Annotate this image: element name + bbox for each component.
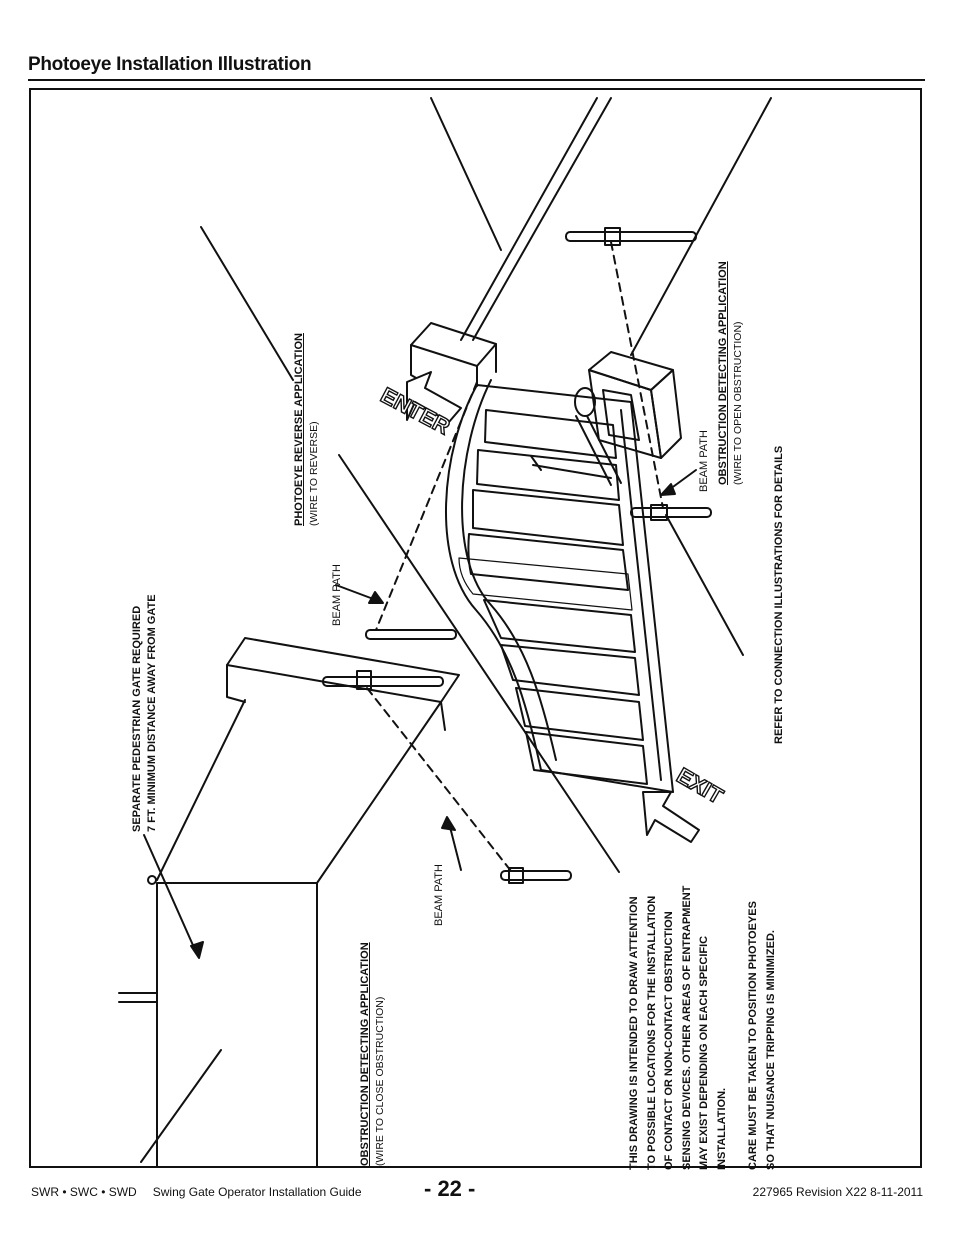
- close-obstruction-label: OBSTRUCTION DETECTING APPLICATION (WIRE …: [358, 942, 388, 1166]
- notice-line: MAY EXIST DEPENDING ON EACH SPECIFIC: [698, 935, 710, 1170]
- leader-arrow: [441, 816, 462, 871]
- open-obstruction-note: (WIRE TO OPEN OBSTRUCTION): [732, 321, 744, 485]
- page-title: Photoeye Installation Illustration: [28, 54, 312, 75]
- leader-arrow: [335, 584, 384, 604]
- illustration-frame: ENTER EXIT: [29, 88, 922, 1168]
- gate-arm: [460, 97, 598, 341]
- footer-models: SWR • SWC • SWD: [31, 1185, 137, 1199]
- notice-line: THIS DRAWING IS INTENDED TO DRAW ATTENTI…: [628, 896, 640, 1170]
- leader-arrow: [660, 469, 697, 496]
- care-text: CARE MUST BE TAKEN TO POSITION PHOTOEYES…: [745, 901, 780, 1170]
- photoeye-post-left: [365, 629, 457, 640]
- footer-left: SWR • SWC • SWD Swing Gate Operator Insta…: [31, 1185, 362, 1199]
- footer-guide-name: Swing Gate Operator Installation Guide: [152, 1185, 362, 1199]
- title-rule: [28, 79, 925, 81]
- photoeye-reverse-label: PHOTOEYE REVERSE APPLICATION (WIRE TO RE…: [292, 333, 322, 526]
- enter-arrow: [406, 371, 462, 423]
- page-number: - 22 -: [424, 1176, 476, 1201]
- beam-path-dashed: [375, 381, 478, 631]
- refer-details-text: REFER TO CONNECTION ILLUSTRATIONS FOR DE…: [773, 445, 785, 744]
- left-pillar: [156, 637, 460, 884]
- guide-line: [200, 226, 294, 381]
- photoeye-post-mid: [630, 504, 712, 521]
- exit-word: EXIT: [673, 763, 728, 809]
- notice-line: INSTALLATION.: [715, 1087, 728, 1170]
- beam-path-lower-text: BEAM PATH: [433, 864, 445, 926]
- notice-line: SENSING DEVICES. OTHER AREAS OF ENTRAPME…: [680, 885, 693, 1170]
- beam-path-right-text: BEAM PATH: [698, 430, 710, 492]
- exit-arrow: [642, 791, 700, 843]
- gate-operator: [530, 351, 682, 486]
- pedestrian-line-2: 7 FT. MINIMUM DISTANCE AWAY FROM GATE: [146, 594, 158, 832]
- photoeye-reverse-note: (WIRE TO REVERSE): [308, 421, 320, 526]
- gate-illustration: ENTER EXIT: [118, 97, 772, 1166]
- photoeye-post-pillar: [322, 670, 444, 690]
- care-line: SO THAT NUISANCE TRIPPING IS MINIMIZED.: [764, 930, 777, 1170]
- refer-details-label: REFER TO CONNECTION ILLUSTRATIONS FOR DE…: [772, 446, 787, 744]
- beam-path-lower-label: BEAM PATH: [432, 864, 447, 926]
- pedestrian-gate-note: SEPARATE PEDESTRIAN GATE REQUIRED 7 FT. …: [130, 594, 160, 832]
- guide-line: [430, 97, 502, 251]
- beam-path-dashed: [366, 687, 512, 872]
- beam-path-dashed: [610, 241, 664, 509]
- beam-path-upper-label: BEAM PATH: [330, 564, 345, 626]
- guide-line: [665, 514, 744, 656]
- open-obstruction-label: OBSTRUCTION DETECTING APPLICATION (WIRE …: [716, 261, 746, 485]
- guide-line: [338, 454, 620, 873]
- notice-line: TO POSSIBLE LOCATIONS FOR THE INSTALLATI…: [645, 895, 658, 1170]
- leader-arrow: [143, 834, 204, 959]
- beam-path-upper-text: BEAM PATH: [331, 564, 343, 626]
- photoeye-post-top: [565, 227, 697, 246]
- notice-text: THIS DRAWING IS INTENDED TO DRAW ATTENTI…: [626, 886, 731, 1170]
- care-line: CARE MUST BE TAKEN TO POSITION PHOTOEYES: [747, 901, 759, 1170]
- swing-gate: [445, 379, 674, 793]
- photoeye-post-bottom: [500, 867, 572, 884]
- notice-line: OF CONTACT OR NON-CONTACT OBSTRUCTION: [663, 911, 675, 1170]
- pedestrian-line-1: SEPARATE PEDESTRIAN GATE REQUIRED: [131, 605, 143, 832]
- photoeye-reverse-title: PHOTOEYE REVERSE APPLICATION: [293, 333, 305, 526]
- beam-path-right-label: BEAM PATH: [697, 430, 712, 492]
- open-obstruction-title: OBSTRUCTION DETECTING APPLICATION: [717, 261, 729, 485]
- guide-line: [630, 97, 772, 356]
- gate-arm: [472, 97, 612, 341]
- close-obstruction-title: OBSTRUCTION DETECTING APPLICATION: [359, 942, 371, 1166]
- footer-revision: 227965 Revision X22 8-11-2011: [752, 1185, 923, 1199]
- guide-line: [140, 1049, 222, 1163]
- close-obstruction-note: (WIRE TO CLOSE OBSTRUCTION): [374, 996, 386, 1166]
- pedestrian-gate: [118, 875, 318, 1166]
